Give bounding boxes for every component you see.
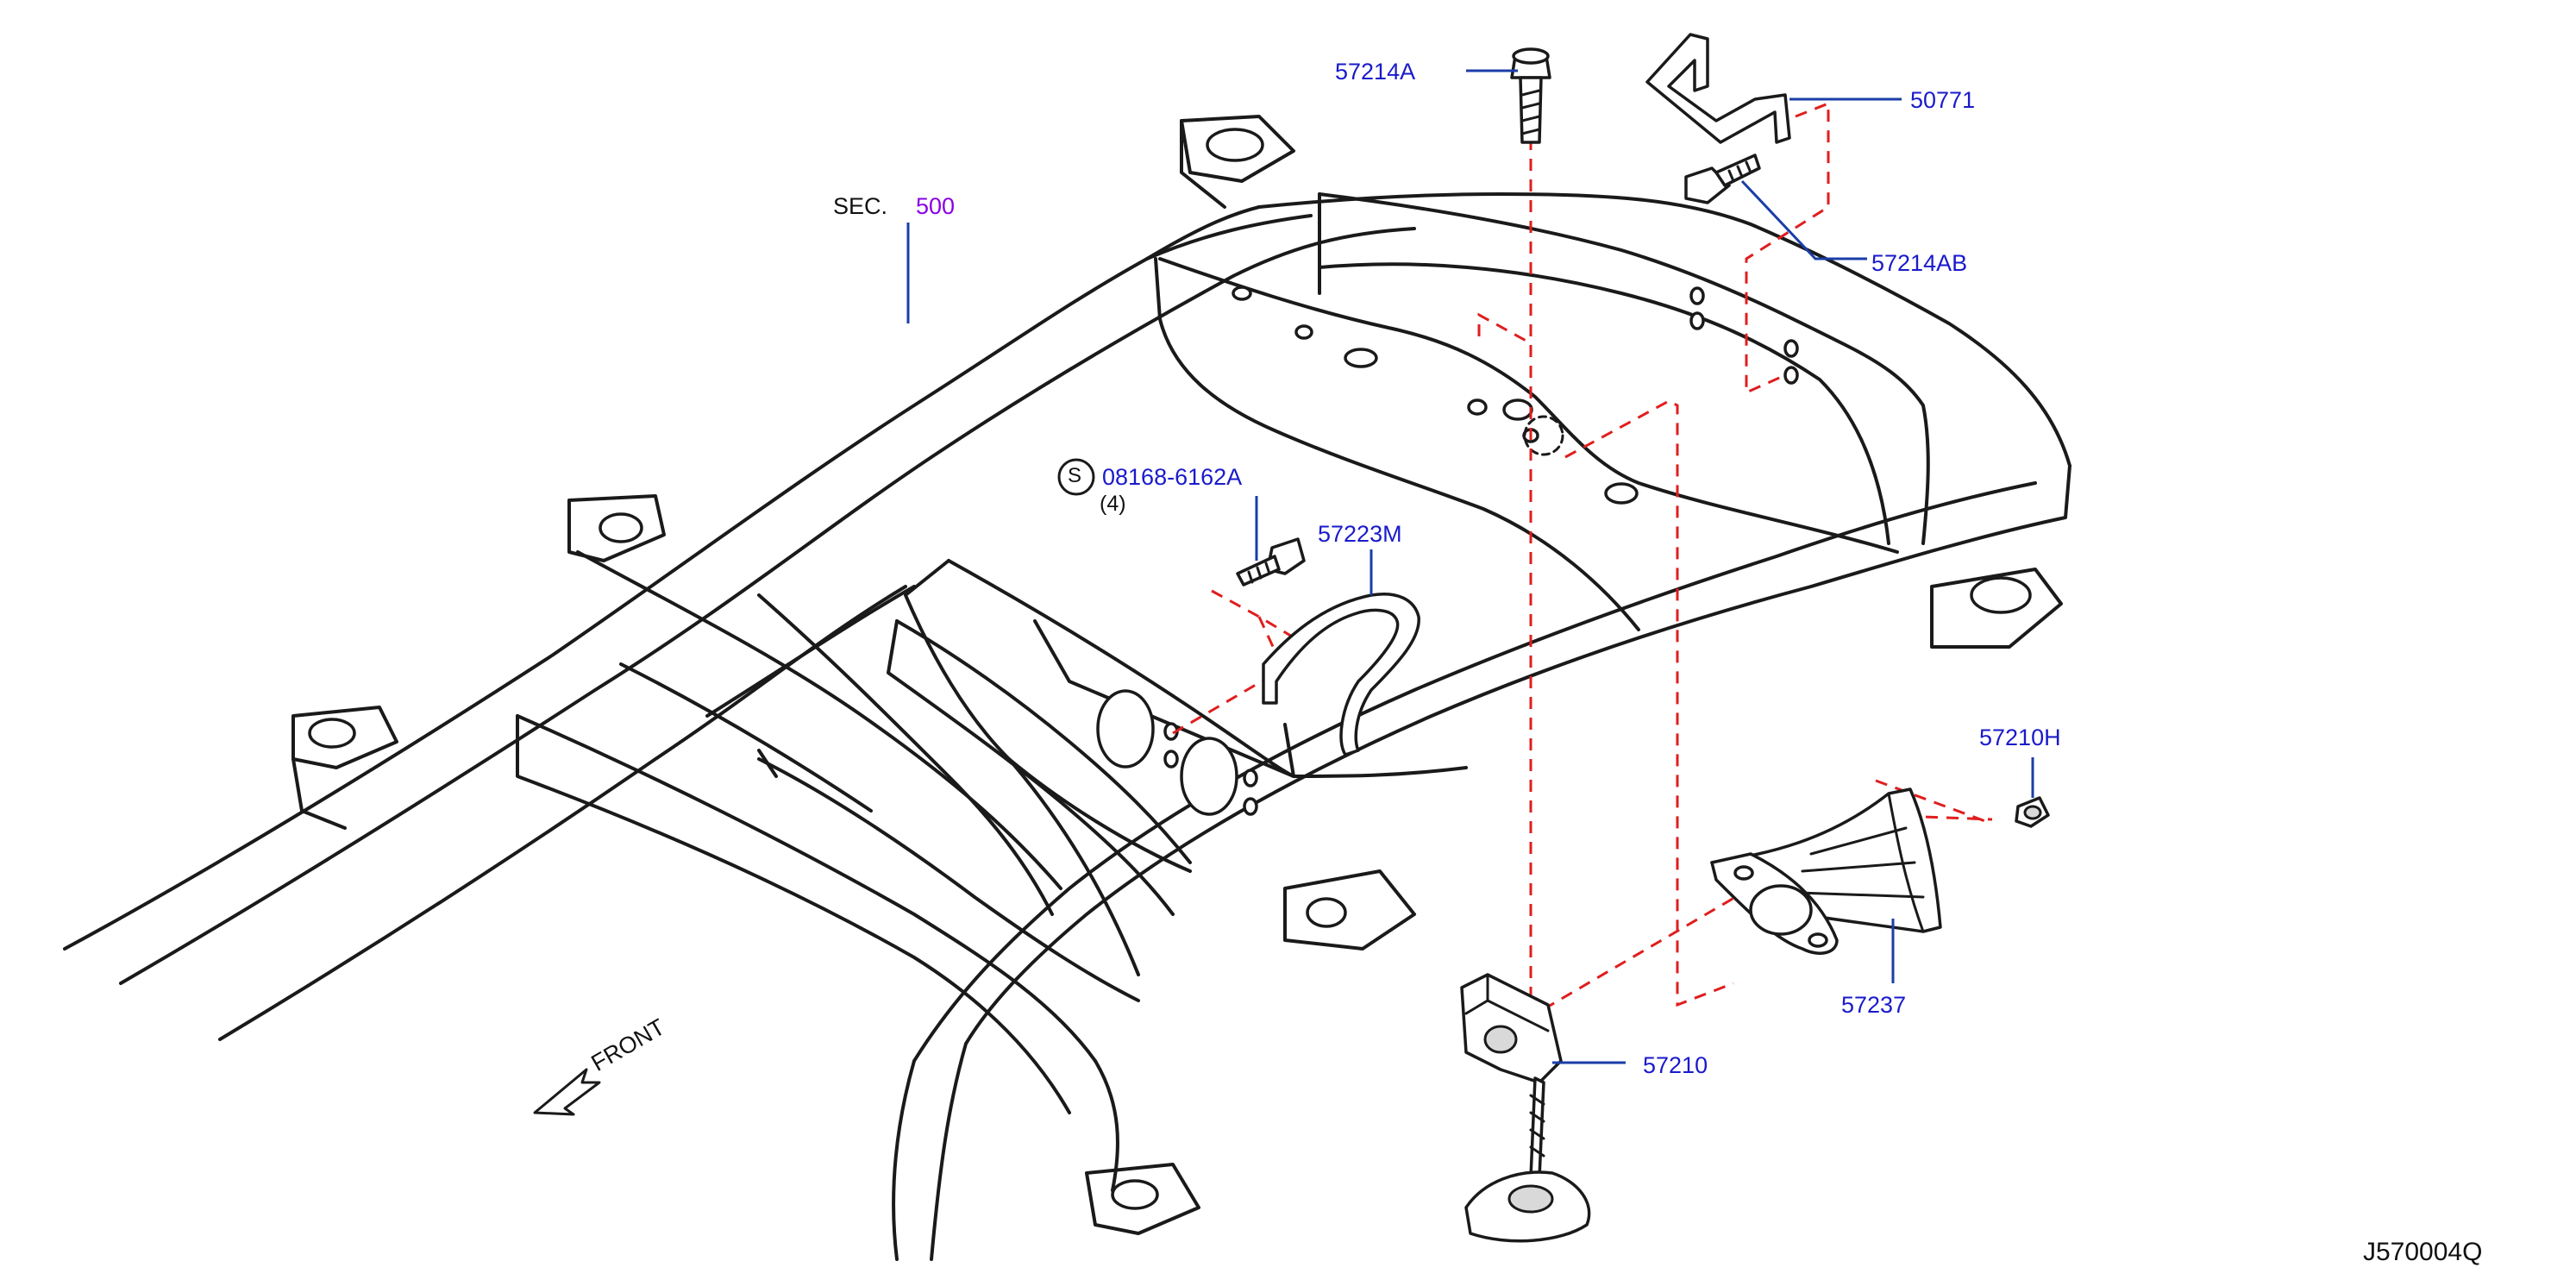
standard-part-symbol [1057,458,1095,496]
spare-tire-hoist-57210[interactable] [1460,973,1591,1243]
standard-part-symbol-letter: S [1068,464,1082,487]
part-label-50771[interactable]: 50771 [1910,87,1976,113]
frame-mounts [291,115,2063,1235]
bracket-50771[interactable] [1645,33,1791,144]
drawing-code: J570004Q [2363,1238,2483,1266]
chassis-frame [63,192,2071,1261]
guide-57237[interactable] [1710,787,1942,955]
section-prefix: SEC. [833,193,888,219]
section-number[interactable]: 500 [916,193,956,219]
part-label-57210h[interactable]: 57210H [1979,725,2061,750]
part-label-57237[interactable]: 57237 [1841,992,1907,1018]
part-label-08168-6162a[interactable]: 08168-6162A [1102,464,1243,490]
leader-lines [906,69,2034,1064]
bolt-08168-6162a[interactable] [1236,537,1306,587]
front-direction-arrow [533,1068,601,1116]
part-quantity: (4) [1100,492,1126,516]
bolt-57214a[interactable] [1510,47,1551,144]
part-label-57214ab[interactable]: 57214AB [1871,250,1968,276]
part-label-57210[interactable]: 57210 [1643,1052,1708,1078]
bolt-57214ab[interactable] [1684,154,1761,204]
part-label-57223m[interactable]: 57223M [1318,521,1402,547]
part-label-57214a[interactable]: 57214A [1335,59,1416,85]
clip-57210h[interactable] [2015,796,2050,828]
bracket-57223m[interactable] [1262,593,1420,756]
